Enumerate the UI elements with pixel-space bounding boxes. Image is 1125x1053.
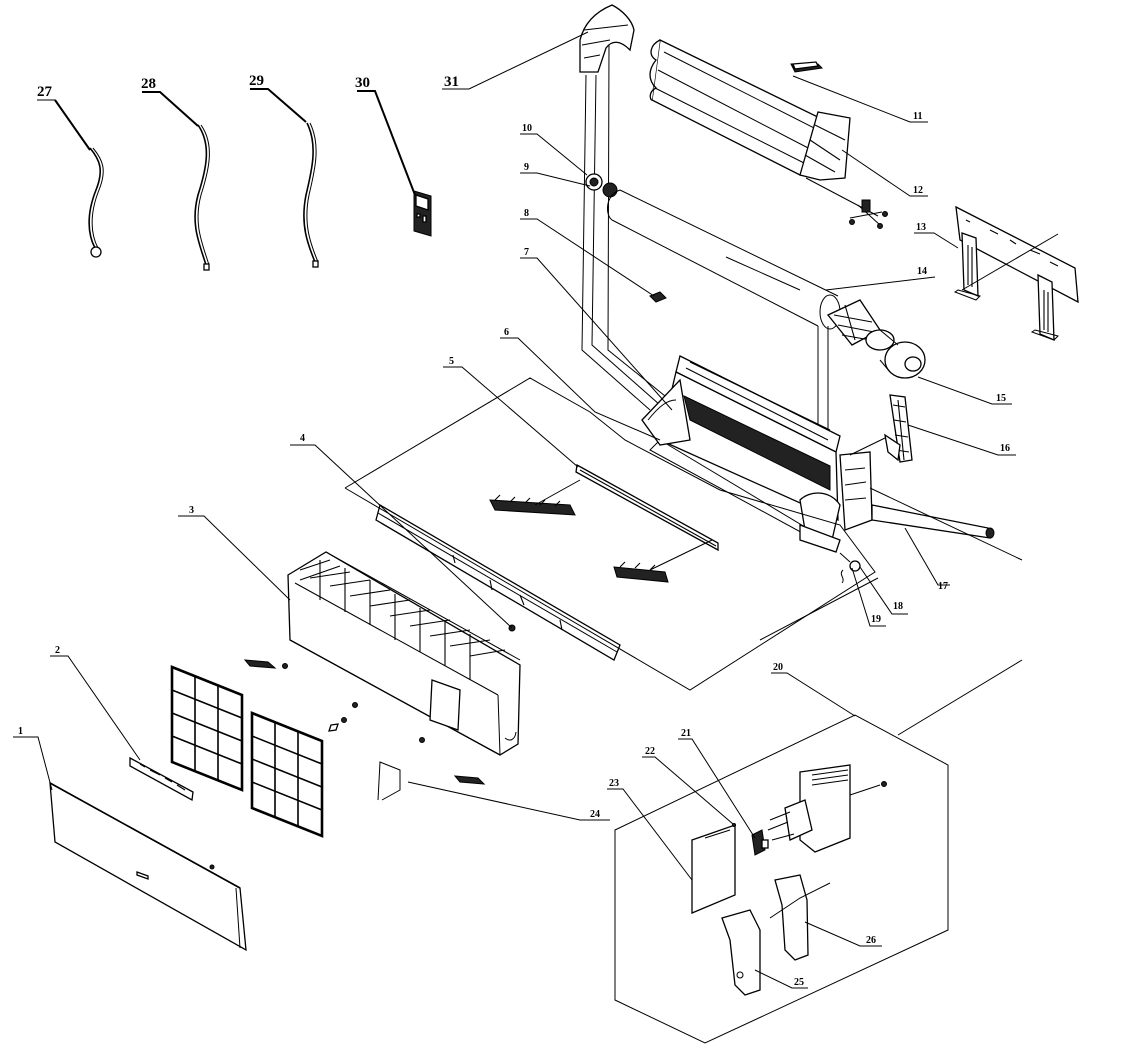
callout-20: 20 bbox=[773, 662, 783, 673]
part-1-front-cover bbox=[49, 781, 247, 952]
part-15-fan-motor bbox=[826, 299, 926, 379]
callout-12: 12 bbox=[913, 185, 923, 196]
callout-2: 2 bbox=[55, 645, 60, 656]
callout-7: 7 bbox=[524, 247, 529, 258]
part-31-pipe-assembly bbox=[579, 4, 671, 411]
callout-4: 4 bbox=[300, 433, 305, 444]
part-2-display-board bbox=[129, 756, 194, 802]
part-12-evaporator-bracket bbox=[849, 199, 888, 229]
part-30-remote-control bbox=[413, 190, 432, 237]
part-11-small-component bbox=[790, 61, 824, 73]
callout-6: 6 bbox=[504, 327, 509, 338]
callout-30: 30 bbox=[355, 75, 370, 91]
part-7-chassis bbox=[641, 355, 873, 553]
callout-10: 10 bbox=[522, 123, 532, 134]
part-26-box-cover bbox=[774, 874, 809, 961]
part-17-drain-hose bbox=[871, 504, 995, 539]
callout-14: 14 bbox=[917, 266, 927, 277]
electrical-control-box bbox=[767, 764, 887, 853]
part-22-23-cover bbox=[691, 823, 736, 914]
callout-13: 13 bbox=[916, 222, 926, 233]
label-underlines bbox=[13, 88, 1016, 738]
callout-3: 3 bbox=[189, 505, 194, 516]
air-filter-left bbox=[170, 665, 244, 792]
callout-24: 24 bbox=[590, 809, 600, 820]
callout-21: 21 bbox=[681, 728, 691, 739]
callout-19: 19 bbox=[871, 614, 881, 625]
callout-27: 27 bbox=[37, 84, 53, 100]
callout-9: 9 bbox=[524, 162, 529, 173]
callout-1: 1 bbox=[18, 726, 23, 737]
callout-8: 8 bbox=[524, 208, 529, 219]
callout-18: 18 bbox=[893, 601, 903, 612]
electrical-box-outline bbox=[614, 714, 949, 1044]
part-13-mounting-plate bbox=[953, 205, 1079, 342]
callout-11: 11 bbox=[913, 111, 922, 122]
part-29-sensor-cable bbox=[303, 122, 319, 268]
callout-28: 28 bbox=[141, 76, 156, 92]
callout-16: 16 bbox=[1000, 443, 1010, 454]
part-8-bearing bbox=[649, 291, 667, 303]
callout-31: 31 bbox=[444, 74, 459, 90]
callout-25: 25 bbox=[794, 977, 804, 988]
callout-29: 29 bbox=[249, 73, 264, 89]
callout-17: 17 bbox=[938, 581, 948, 592]
part-27-sensor-cable bbox=[88, 147, 104, 258]
callout-labels: 1 2 3 4 5 6 7 8 9 10 11 12 13 14 15 16 1… bbox=[18, 73, 1010, 988]
screws-and-clips bbox=[243, 659, 486, 785]
part-21-terminal bbox=[751, 829, 769, 856]
callout-15: 15 bbox=[996, 393, 1006, 404]
part-4-horizontal-flap bbox=[375, 504, 621, 661]
part-5-louver-assembly bbox=[489, 463, 719, 583]
part-25-box-cover bbox=[721, 909, 761, 996]
callout-26: 26 bbox=[866, 935, 876, 946]
part-16-side-bracket bbox=[849, 394, 913, 463]
part-3-front-panel bbox=[287, 551, 521, 756]
air-filter-right bbox=[250, 711, 324, 838]
callout-23: 23 bbox=[609, 778, 619, 789]
part-12-evaporator bbox=[649, 39, 879, 217]
callout-5: 5 bbox=[449, 356, 454, 367]
part-18-19-small-parts bbox=[839, 552, 861, 584]
callout-22: 22 bbox=[645, 746, 655, 757]
part-28-sensor-cable bbox=[194, 124, 210, 271]
